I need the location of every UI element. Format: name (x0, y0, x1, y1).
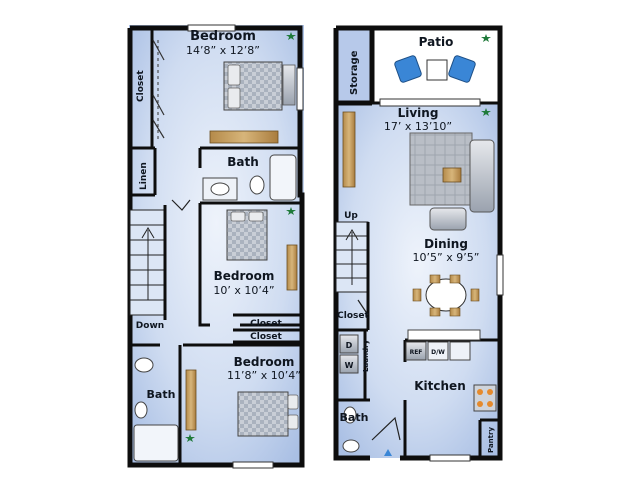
window (429, 454, 471, 462)
front-door-swing (371, 416, 401, 441)
door-swing (171, 199, 191, 211)
closet-wall (336, 222, 370, 332)
window (296, 67, 304, 111)
label-up: Up (344, 211, 358, 221)
room-name-bath-upper: Bath (227, 155, 259, 169)
patio-wall (336, 25, 503, 103)
area-rug (409, 132, 473, 206)
room-name-bedroom-middle: Bedroom (214, 269, 275, 283)
range (473, 384, 497, 412)
coffee-table (442, 167, 462, 183)
label-linen: Linen (139, 162, 149, 190)
lower-bed (237, 391, 299, 437)
label-down: Down (136, 321, 164, 331)
sofa (469, 139, 495, 213)
label-closet-top: Closet (136, 70, 146, 102)
bathtub (269, 154, 297, 201)
dining-set (412, 274, 480, 317)
tv-console (342, 111, 356, 188)
room-name-bedroom-master: Bedroom (190, 29, 256, 44)
plant-icon (481, 108, 491, 116)
label-laundry: Laundry (362, 339, 370, 372)
pantry-wall (478, 418, 500, 458)
lower-floor-plan: Patio Storage Living 17’ x 13’10” Dining… (333, 25, 504, 462)
label-washer: W (345, 361, 354, 370)
lower-bedroom-wall (128, 343, 300, 465)
toilet (343, 406, 357, 424)
dresser (185, 369, 197, 431)
label-dw: D/W (431, 349, 445, 356)
room-name-storage: Storage (349, 50, 360, 95)
kitchen-sink (449, 341, 471, 361)
middle-bed (226, 209, 268, 261)
dresser (286, 244, 298, 291)
master-bed (223, 61, 296, 111)
label-closet: Closet (337, 311, 369, 321)
room-name-bath-lower: Bath (147, 388, 176, 401)
dresser (209, 130, 279, 144)
toilet (249, 175, 265, 195)
storage-wall (336, 28, 375, 106)
room-name-dining: Dining (424, 237, 468, 251)
room-dims-bedroom-middle: 10’ x 10’4” (213, 284, 274, 297)
linen-wall (130, 146, 157, 197)
room-dims-dining: 10’5” x 9’5” (413, 251, 480, 264)
door-swing (357, 299, 369, 316)
plant-icon (286, 32, 296, 40)
sink (134, 357, 154, 373)
patio-furniture (394, 55, 476, 83)
storage-surface (336, 30, 372, 103)
room-name-living: Living (398, 106, 439, 120)
upper-floor-plan: Bedroom 14’8” x 12’8” Bath Bedroom 10’ x… (127, 24, 305, 469)
room-name-kitchen: Kitchen (414, 379, 466, 393)
breakfast-bar (407, 329, 481, 341)
stairs-up (335, 221, 369, 293)
refrigerator (405, 341, 427, 361)
closet-bifold-door (152, 39, 165, 139)
room-name-bedroom-lower: Bedroom (234, 355, 295, 369)
armchair (429, 207, 467, 231)
dryer (339, 334, 359, 354)
closet-walls (233, 313, 300, 344)
room-dims-bedroom-master: 14’8” x 12’8” (186, 44, 260, 57)
label-dryer: D (346, 341, 353, 350)
toilet (134, 401, 148, 419)
window (187, 24, 236, 32)
sink (210, 182, 230, 196)
room-name-patio: Patio (419, 35, 454, 49)
bath-wall (198, 146, 300, 168)
room-name-bath-lower-floor: Bath (340, 411, 369, 424)
plant-icon (185, 434, 195, 442)
washer (339, 354, 359, 374)
stairs-down (129, 209, 166, 316)
plant-icon (286, 207, 296, 215)
label-closet-a: Closet (250, 319, 282, 329)
plant-icon (481, 34, 491, 42)
window (496, 254, 504, 296)
label-pantry: Pantry (487, 427, 495, 453)
sliding-door (379, 98, 481, 107)
room-dims-living: 17’ x 13’10” (384, 120, 452, 133)
laundry-wall (334, 330, 370, 458)
room-dims-bedroom-lower: 11’8” x 10’4” (227, 369, 301, 382)
label-ref: REF (410, 349, 423, 356)
sink (342, 439, 360, 453)
label-closet-b: Closet (250, 332, 282, 342)
window (232, 461, 274, 469)
entry-arrow-icon (384, 449, 392, 456)
dishwasher (427, 341, 449, 361)
bedroom-wall (198, 201, 300, 327)
bathtub (133, 424, 179, 462)
